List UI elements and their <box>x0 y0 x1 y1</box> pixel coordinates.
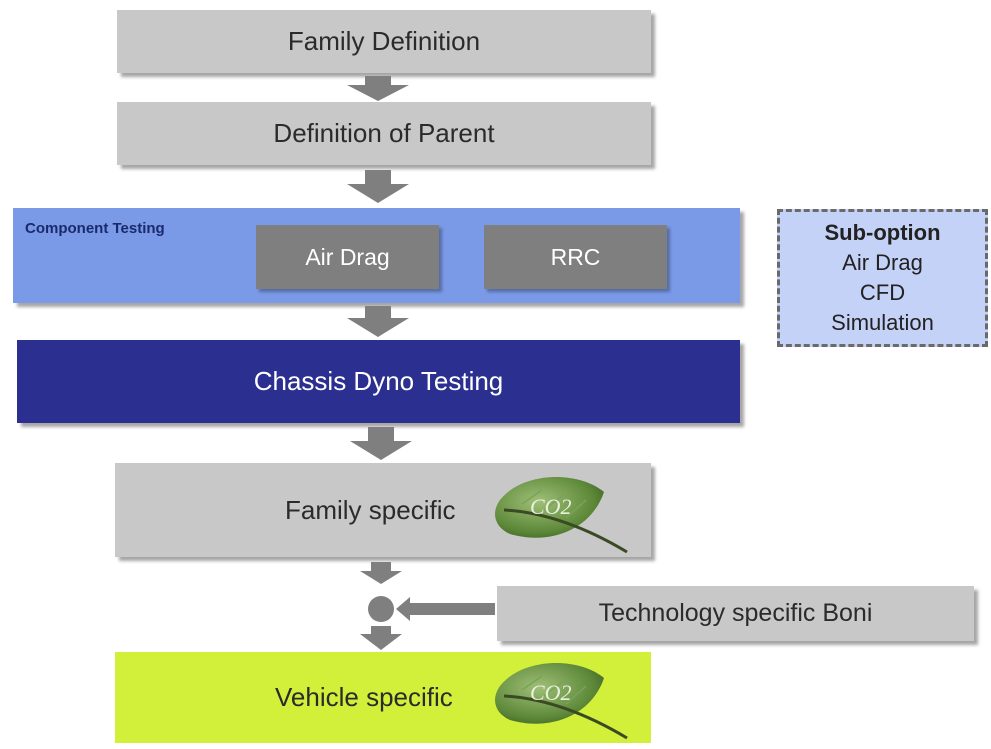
down-arrow-icon <box>347 76 409 101</box>
sub-option-box: Sub-option Air Drag CFD Simulation <box>777 209 988 347</box>
technology-specific-boni-label: Technology specific Boni <box>598 599 873 627</box>
down-arrow-icon <box>350 427 412 460</box>
sub-option-line: CFD <box>859 280 906 305</box>
sub-option-title: Sub-option <box>824 220 941 245</box>
down-arrow-icon <box>347 306 409 337</box>
rrc-label: RRC <box>550 243 601 270</box>
merge-arrows-icon <box>360 562 495 650</box>
rrc-box: RRC <box>484 225 667 289</box>
co2-leaf-label: CO2 <box>530 494 572 519</box>
definition-of-parent-box: Definition of Parent <box>117 102 651 165</box>
component-testing-label: Component Testing <box>25 220 165 237</box>
air-drag-label: Air Drag <box>305 243 390 270</box>
co2-leaf-icon: CO2 <box>495 663 628 740</box>
family-specific-label: Family specific <box>285 494 456 525</box>
co2-leaf-label: CO2 <box>530 680 572 705</box>
chassis-dyno-testing-label: Chassis Dyno Testing <box>253 366 504 396</box>
down-arrow-icon <box>347 170 409 203</box>
family-definition-box: Family Definition <box>117 10 651 73</box>
family-definition-label: Family Definition <box>287 26 481 56</box>
vehicle-specific-label: Vehicle specific <box>275 682 453 712</box>
sub-option-line: Simulation <box>831 310 934 335</box>
co2-leaf-icon: CO2 <box>495 477 628 554</box>
technology-specific-boni-box: Technology specific Boni <box>497 586 974 641</box>
chassis-dyno-testing-box: Chassis Dyno Testing <box>17 340 740 423</box>
sub-option-line: Air Drag <box>842 250 923 275</box>
definition-of-parent-label: Definition of Parent <box>273 118 495 148</box>
air-drag-box: Air Drag <box>256 225 439 289</box>
